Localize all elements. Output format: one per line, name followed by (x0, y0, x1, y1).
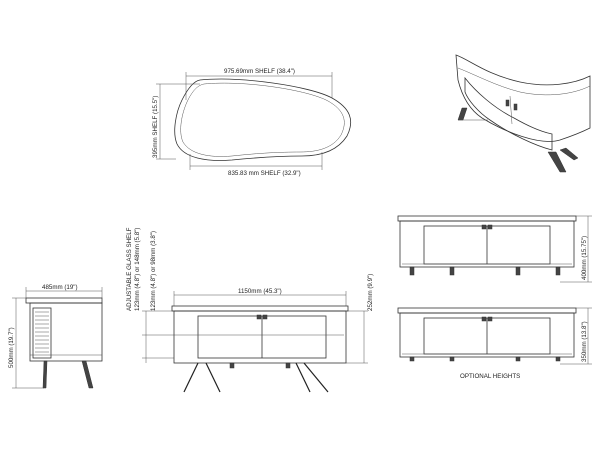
front-foot-1 (229, 362, 235, 369)
oh2-foot-2 (449, 356, 455, 362)
front-leg-2 (205, 362, 221, 393)
front-body (173, 310, 347, 364)
perspective-front-panel (464, 76, 553, 151)
front-foot-2 (285, 362, 291, 369)
optional-height-view-2: 350mm (13.8") OPTIONAL HEIGHTS (397, 307, 592, 380)
shelf-clearance-label: 252mm (9.9") (367, 274, 374, 311)
bottom-shelf-width-label: 835.83 mm SHELF (32.9") (228, 170, 301, 177)
optional-height-2-label: 350mm (13.8") (581, 321, 588, 362)
perspective-leg-right (559, 147, 579, 161)
side-leg-back (42, 360, 48, 389)
side-height-label: 500mm (19.7") (8, 327, 15, 368)
front-handle-left (256, 314, 262, 320)
adjustable-glass-shelf-label: ADJUSTABLE GLASS SHELF (126, 227, 133, 311)
oh2-foot-3 (515, 356, 521, 362)
top-shelf-depth-label: 395mm SHELF (15.5") (152, 96, 159, 158)
optional-height-view-1: 400mm (15.75") (397, 215, 592, 283)
top-plan-view: 975.69mm SHELF (38.4") 395mm SHELF (15.5… (152, 68, 351, 177)
shelf-upper-label: 123mm (4.8") or 148mm (5.8") (134, 228, 141, 311)
perspective-handle-left (505, 99, 510, 107)
oh2-body (399, 312, 575, 358)
oh1-top-shelf (397, 215, 577, 222)
oh1-handle-left (481, 224, 487, 230)
perspective-handle-right (513, 103, 518, 111)
optional-heights-caption: OPTIONAL HEIGHTS (460, 373, 520, 380)
oh1-foot-1 (409, 266, 415, 276)
oh2-handle-left (481, 316, 487, 322)
front-width-label: 1150mm (45.3") (238, 288, 282, 295)
oh1-foot-2 (449, 266, 455, 276)
front-leg-4 (303, 362, 329, 393)
shelf-lower-label: 123mm (4.8") or 98mm (3.8") (150, 231, 157, 311)
oh2-foot-1 (409, 356, 415, 362)
perspective-leg-left (457, 107, 468, 121)
perspective-top-outline (455, 54, 591, 142)
top-shelf-width-label: 975.69mm SHELF (38.4") (224, 68, 295, 75)
side-vent-slats (35, 311, 49, 353)
oh1-foot-3 (515, 266, 521, 276)
side-width-label: 485mm (19") (42, 284, 78, 291)
perspective-top-edge (457, 67, 591, 96)
kidney-shelf-outline (174, 78, 351, 161)
oh2-top-shelf (397, 307, 577, 314)
front-leg-3 (295, 362, 311, 393)
optional-height-1-label: 400mm (15.75") (581, 236, 588, 280)
oh2-foot-4 (555, 356, 561, 362)
side-back-panel (32, 307, 52, 359)
side-view: 485mm (19") 500mm (19.7") (8, 284, 103, 389)
side-top-shelf (25, 297, 103, 304)
kidney-inner-outline (180, 82, 345, 157)
oh1-foot-4 (555, 266, 561, 276)
perspective-leg-front (547, 151, 567, 173)
front-leg-1 (183, 362, 199, 393)
front-handle-right (262, 314, 268, 320)
side-leg-front (81, 360, 94, 389)
perspective-view (455, 54, 591, 173)
front-top-shelf (171, 305, 349, 312)
oh1-body (399, 220, 575, 268)
front-view: 1150mm (45.3") 123mm (4.8") or 148mm (5.… (126, 227, 374, 393)
oh1-handle-right (487, 224, 493, 230)
oh2-handle-right (487, 316, 493, 322)
perspective-door-split (509, 95, 513, 125)
side-body (29, 302, 103, 362)
